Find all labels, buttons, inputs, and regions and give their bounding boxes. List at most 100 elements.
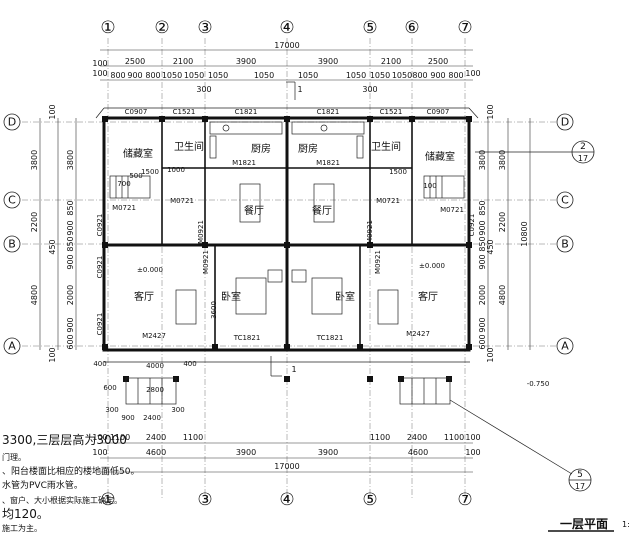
right-inner-2: 900: [478, 220, 487, 235]
top-overall-dim: 17000: [274, 41, 299, 50]
top-sub-9: 1050: [346, 71, 366, 80]
bottom-row1-3: 1100: [370, 433, 390, 442]
window-c0921-c: C0921: [96, 313, 104, 336]
window-c1521-left: C1521: [173, 108, 196, 116]
right-outer-1: 2200: [498, 212, 507, 232]
axis-2-top: ②: [154, 18, 169, 38]
left-small-0: 100: [48, 104, 57, 119]
window-c0921-b: C0921: [96, 256, 104, 279]
top-dim-3: 3900: [236, 57, 256, 66]
window-tc1821-right: TC1821: [316, 334, 344, 342]
right-outer-2: 4800: [498, 285, 507, 305]
top-sub-12: 800: [412, 71, 427, 80]
top-sub-5: 1050: [184, 71, 204, 80]
window-c1821-left: C1821: [235, 108, 258, 116]
room-storage-right: 储藏室: [425, 150, 455, 163]
callout-bottom-num: 5: [577, 470, 583, 480]
top-sub-10: 1050: [370, 71, 390, 80]
axis-bubbles-bottom: ① ③ ④ ⑤ ⑦: [100, 490, 472, 510]
axis-B-left: B: [8, 238, 16, 251]
porch-dim-4000: 4000: [146, 362, 164, 370]
bottom-dimensions: 100 1100 2400 1100 1100 2400 1100 100 10…: [92, 433, 481, 473]
room-kitchen-left: 厨房: [251, 142, 271, 155]
window-c0921-d: C0921: [468, 214, 476, 237]
callout-top-den: 17: [578, 154, 588, 163]
axis-3-bottom: ③: [197, 490, 212, 510]
axis-7-top: ⑦: [457, 18, 472, 38]
left-inner-1: 850: [66, 200, 75, 215]
top-300-left: 300: [196, 85, 211, 94]
door-m2427-left: M2427: [142, 332, 166, 340]
note-4: 、窗户、大小根据实际施工确定。: [2, 495, 122, 505]
note-5: 均120。: [2, 507, 49, 521]
stair-dim-1000: 1000: [167, 166, 185, 174]
left-inner-7: 600: [66, 334, 75, 349]
axis-1-top: ①: [100, 18, 115, 38]
stairs: [109, 175, 465, 199]
door-m0921-a: M0921: [197, 220, 205, 244]
design-notes: 3300,三层层高为3000 门理。 、阳台楼面比相应的楼地面低50。 水管为P…: [2, 432, 139, 533]
room-storage-left: 储藏室: [123, 147, 153, 160]
top-sub-4: 1050: [162, 71, 182, 80]
left-inner-3: 850: [66, 236, 75, 251]
axis-C-left: C: [8, 194, 16, 207]
axis-4-top: ④: [279, 18, 294, 38]
axis-3-top: ③: [197, 18, 212, 38]
note-2: 、阳台楼面比相应的楼地面低50。: [2, 465, 139, 477]
right-overall: 10800: [520, 221, 529, 246]
porch-dim-2800: 2800: [146, 386, 164, 394]
axis-7-bottom: ⑦: [457, 490, 472, 510]
top-dim-4: 3900: [318, 57, 338, 66]
right-inner-4: 900: [478, 254, 487, 269]
door-m2427-right: M2427: [406, 330, 430, 338]
right-outer-0: 3800: [498, 150, 507, 170]
right-inner-7: 600: [478, 334, 487, 349]
bottom-row1-right: 100: [465, 433, 480, 442]
top-sub-6: 1050: [208, 71, 228, 80]
room-kitchen-right: 厨房: [298, 142, 318, 155]
window-c0907-left: C0907: [125, 108, 148, 116]
bottom-row1-4: 2400: [407, 433, 427, 442]
left-dimensions: 3800 2200 4800 3800 850 900 850 900 2000…: [30, 104, 77, 363]
porch-dim-300b: 300: [171, 406, 184, 414]
right-small-2: 100: [486, 347, 495, 362]
room-bedroom-right: 卧室: [335, 290, 355, 303]
left-inner-5: 2000: [66, 285, 75, 305]
level-left: ±0.000: [137, 266, 163, 274]
section-mark-bottom: 1: [291, 365, 296, 374]
room-dining-left: 餐厅: [244, 204, 264, 217]
axis-5-bottom: ⑤: [362, 490, 377, 510]
top-dim-5: 2100: [381, 57, 401, 66]
stair-dim-700: 700: [117, 180, 130, 188]
axis-B-right: B: [561, 238, 569, 251]
window-c1821-right: C1821: [317, 108, 340, 116]
section-mark-top: 1: [297, 85, 302, 94]
window-tc1821-left: TC1821: [233, 334, 261, 342]
axis-D-right: D: [561, 116, 569, 129]
room-bedroom-left: 卧室: [221, 290, 241, 303]
right-inner-6: 900: [478, 317, 487, 332]
left-small-1: 450: [48, 239, 57, 254]
bottom-row2-right: 100: [465, 448, 480, 457]
note-6: 施工为主。: [2, 523, 42, 533]
right-inner-3: 850: [478, 236, 487, 251]
top-sub-3: 800: [145, 71, 160, 80]
interior-tags: M1821 M1821 M0721 M0721 M0721 M0721 M092…: [96, 159, 549, 388]
left-inner-2: 900: [66, 220, 75, 235]
right-small-0: 100: [486, 104, 495, 119]
left-inner-4: 900: [66, 254, 75, 269]
stair-dim-1500-right: 1500: [389, 168, 407, 176]
right-small-1: 450: [486, 239, 495, 254]
bottom-row2-2: 3900: [318, 448, 338, 457]
top-sub-15: 100: [465, 69, 480, 78]
kitchen-fixtures: [209, 121, 365, 159]
bottom-row1-1: 2400: [146, 433, 166, 442]
top-300-right: 300: [362, 85, 377, 94]
top-sub-13: 900: [430, 71, 445, 80]
axis-4-bottom: ④: [279, 490, 294, 510]
top-window-tags: C0907 C1521 C1821 C1821 C1521 C0907: [125, 108, 450, 116]
bottom-row2-0: 4600: [146, 448, 166, 457]
top-dim-6: 2500: [428, 57, 448, 66]
top-corner-100: 100: [92, 59, 107, 68]
